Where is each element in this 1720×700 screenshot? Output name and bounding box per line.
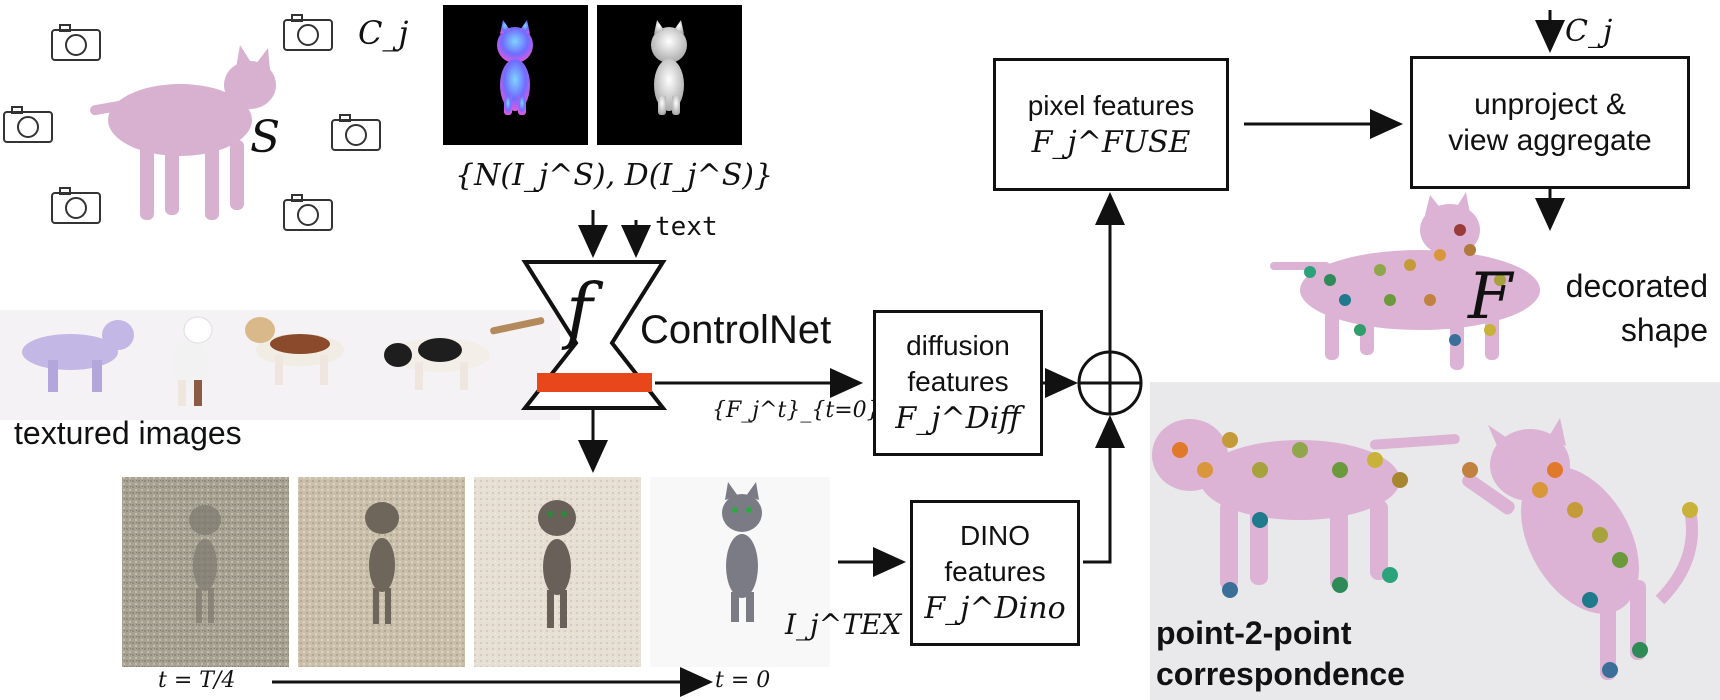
textured-cat-3 bbox=[245, 317, 344, 385]
pixel-features-box: pixel features F_j^FUSE bbox=[993, 58, 1229, 191]
diffusion-text-2: features bbox=[907, 366, 1009, 397]
correspondence-cat-2 bbox=[1462, 418, 1698, 680]
unproject-text-1: unproject & bbox=[1474, 87, 1626, 121]
textured-image-label: I_j^TEX bbox=[785, 608, 902, 641]
camera-label-top: C_j bbox=[1565, 14, 1613, 49]
f-symbol: f bbox=[566, 268, 593, 352]
controlnet-hourglass bbox=[520, 260, 668, 410]
decorated-shape-symbol: F bbox=[1468, 260, 1513, 334]
unproject-box: unproject & view aggregate bbox=[1410, 56, 1690, 189]
unproject-text-2: view aggregate bbox=[1448, 123, 1652, 157]
camera-label: C_j bbox=[358, 14, 409, 52]
pixel-features-math: F_j^FUSE bbox=[1031, 124, 1191, 160]
dino-text-2: features bbox=[944, 556, 1046, 587]
controlnet-bar bbox=[537, 373, 652, 392]
camera-icon bbox=[3, 106, 53, 143]
correspondence-cat-1 bbox=[1152, 419, 1460, 598]
camera-icon bbox=[331, 114, 381, 151]
textured-cat-4 bbox=[384, 317, 545, 390]
t-end-label: t = 0 bbox=[715, 668, 771, 693]
decorated-text-1: decorated bbox=[1565, 268, 1708, 304]
dino-features-box: DINO features F_j^Dino bbox=[910, 500, 1080, 646]
t-start-label: t = T/4 bbox=[158, 668, 236, 693]
camera-icon bbox=[283, 194, 333, 231]
diffusion-text-1: diffusion bbox=[906, 330, 1010, 361]
diffusion-math: F_j^Diff bbox=[895, 401, 1021, 436]
camera-icon bbox=[51, 187, 101, 224]
pixel-features-text: pixel features bbox=[1027, 89, 1195, 121]
source-cat-shape bbox=[90, 45, 276, 220]
p2p-label-line1: point-2-point bbox=[1156, 615, 1352, 651]
decorated-text-2: shape bbox=[1620, 312, 1708, 348]
decorated-shape-cat bbox=[1270, 192, 1540, 370]
render-inputs-label: {N(I_j^S), D(I_j^S)} bbox=[455, 158, 774, 193]
dino-text-1: DINO bbox=[960, 520, 1030, 551]
textured-images-label: textured images bbox=[14, 415, 242, 451]
camera-icon bbox=[283, 14, 333, 51]
controlnet-label: ControlNet bbox=[640, 308, 832, 352]
p2p-label-line2: correspondence bbox=[1156, 656, 1405, 692]
shape-label: S bbox=[250, 112, 281, 163]
text-input-label: text bbox=[655, 212, 718, 242]
camera-icon bbox=[51, 24, 101, 61]
textured-cat-1 bbox=[22, 320, 134, 392]
textured-cat-2 bbox=[172, 316, 213, 406]
dino-math: F_j^Dino bbox=[924, 591, 1066, 626]
diffusion-features-box: diffusion features F_j^Diff bbox=[873, 310, 1043, 456]
sum-operator-icon bbox=[1077, 350, 1143, 416]
